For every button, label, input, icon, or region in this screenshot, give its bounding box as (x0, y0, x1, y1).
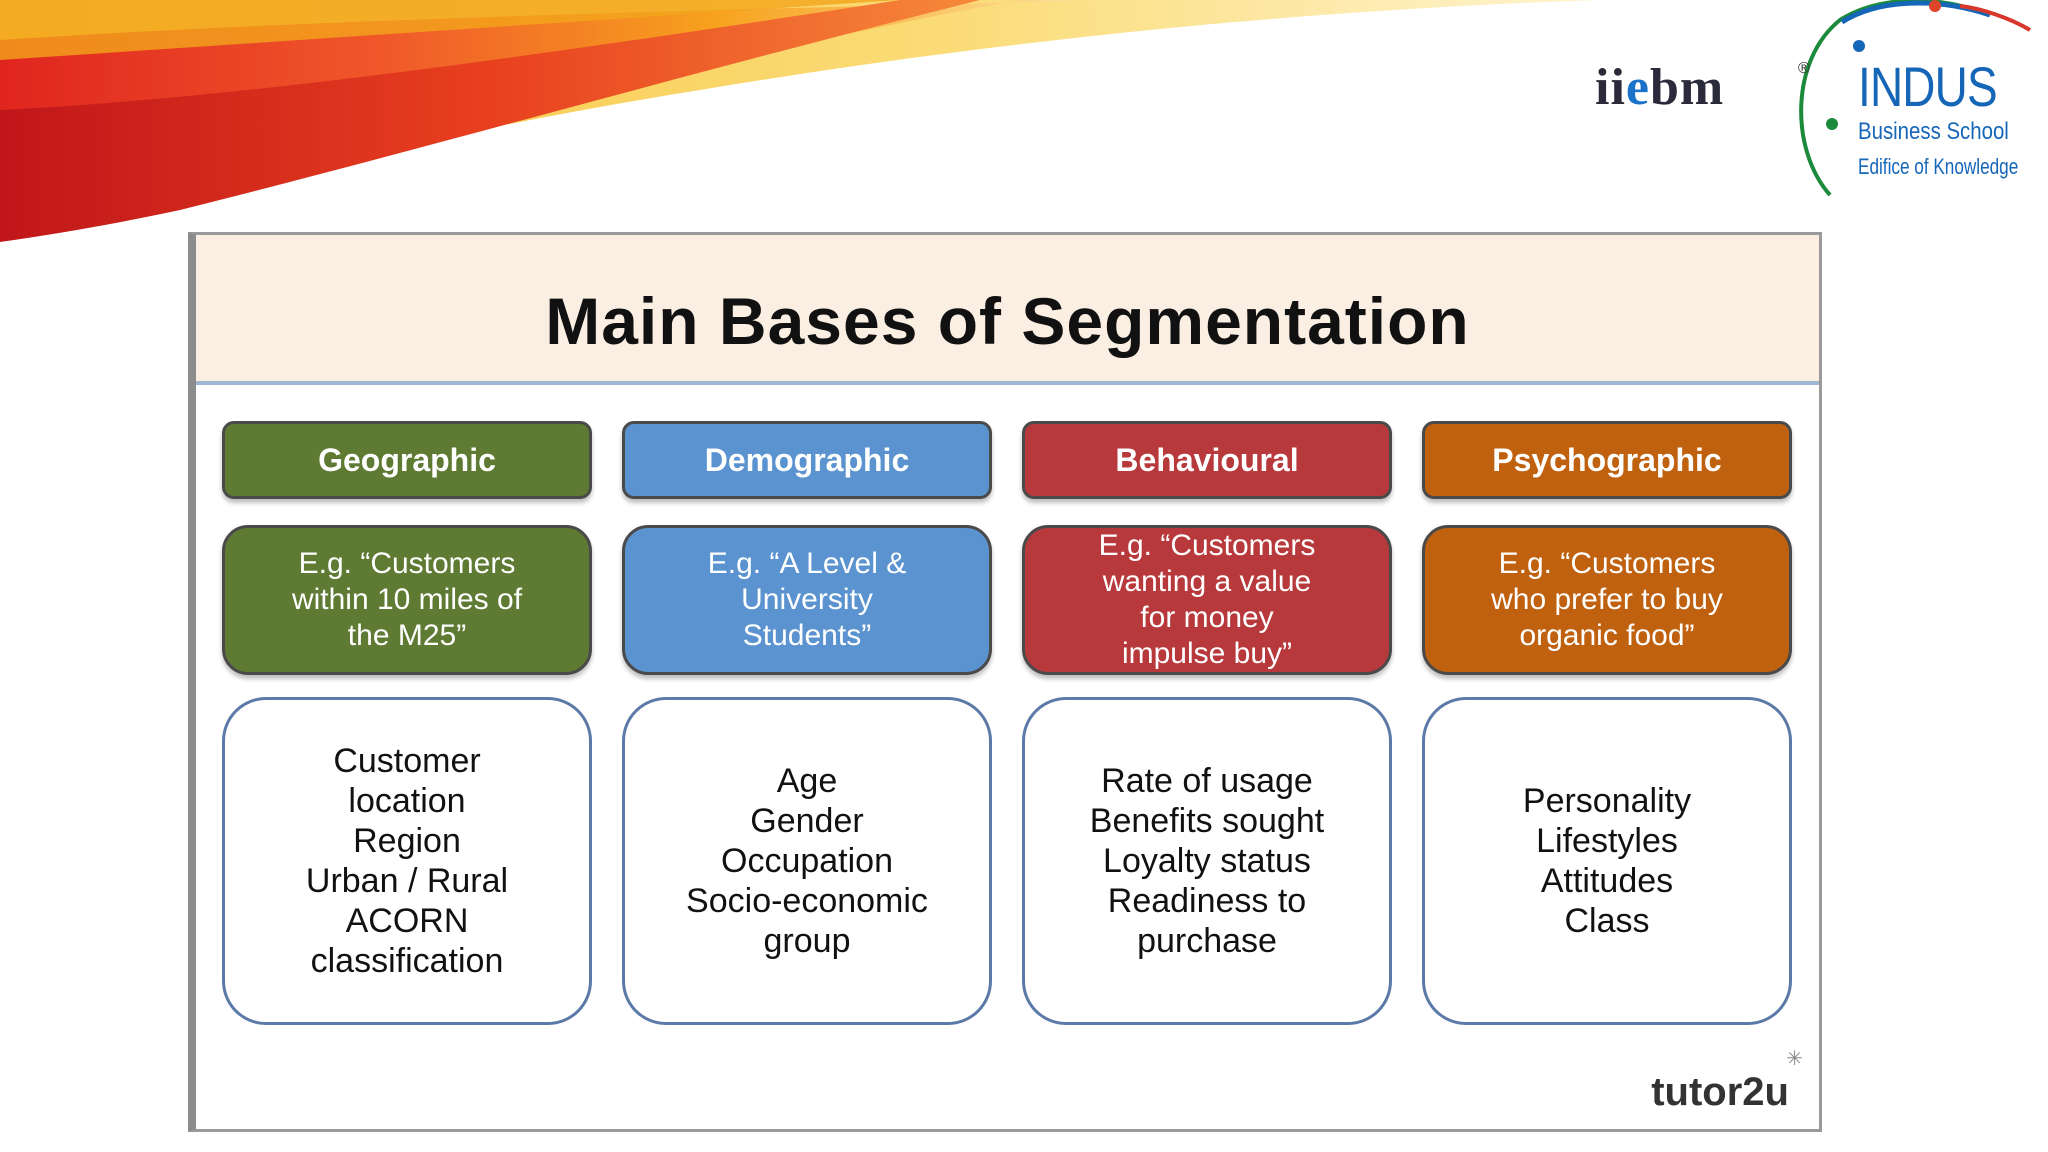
variable-item: Rate of usage (1101, 762, 1313, 800)
geographic-example: E.g. “Customers within 10 miles of the M… (222, 525, 592, 675)
variable-item: group (763, 922, 851, 960)
variable-item: Age (776, 762, 838, 800)
variable-item: Customer (333, 742, 481, 780)
example-line: organic food” (1519, 619, 1695, 652)
variable-item: Urban / Rural (305, 862, 509, 900)
logo-arc-icon (1799, 0, 2032, 197)
logo-iiebm-text: iiebm (1595, 59, 1725, 116)
example-line: University (741, 583, 873, 616)
behavioural-variables: Rate of usage Benefits sought Loyalty st… (1022, 697, 1392, 1025)
psychographic-variables: Personality Lifestyles Attitudes Class (1422, 697, 1792, 1025)
variable-item: purchase (1137, 922, 1277, 960)
logo-indus-text: INDUS (1858, 55, 1998, 118)
title-band: Main Bases of Segmentation (196, 235, 1819, 385)
header-swoosh (0, 0, 1600, 242)
variable-item: Class (1564, 902, 1650, 940)
variable-item: ACORN (345, 902, 469, 940)
demographic-example: E.g. “A Level & University Students” (622, 525, 992, 675)
indus-business-school-logo: iiebm ® INDUS Business School Edifice of… (1580, 0, 2048, 200)
variable-item: Attitudes (1540, 862, 1674, 900)
example-line: impulse buy” (1121, 637, 1293, 670)
demographic-heading: Demographic (622, 421, 992, 499)
tutor2u-watermark: tutor2u (1651, 1070, 1789, 1114)
sparkle-icon: ✳ (1786, 1048, 1803, 1070)
example-line: E.g. “A Level & (707, 547, 907, 580)
geographic-variables: Customer location Region Urban / Rural A… (222, 697, 592, 1025)
logo-registered-mark: ® (1798, 60, 1810, 77)
psychographic-example: E.g. “Customers who prefer to buy organi… (1422, 525, 1792, 675)
variable-item: Occupation (721, 842, 893, 880)
example-line: E.g. “Customers (1498, 547, 1716, 580)
example-line: E.g. “Customers (1098, 529, 1316, 562)
variable-item: Gender (750, 802, 864, 840)
variable-item: Personality (1522, 782, 1692, 820)
example-line: who prefer to buy (1491, 583, 1723, 616)
logo-e-letter: e (1625, 59, 1650, 116)
example-line: within 10 miles of (291, 583, 523, 616)
variable-item: Region (353, 822, 461, 860)
variable-item: Socio-economic (686, 882, 928, 920)
diagram-title: Main Bases of Segmentation (545, 284, 1470, 358)
example-line: E.g. “Customers (298, 547, 516, 580)
example-line: for money (1140, 601, 1274, 634)
variable-item: classification (310, 942, 504, 980)
demographic-variables: Age Gender Occupation Socio-economic gro… (622, 697, 992, 1025)
logo-tagline: Edifice of Knowledge (1858, 154, 2019, 179)
variable-item: location (348, 782, 466, 820)
behavioural-heading: Behavioural (1022, 421, 1392, 499)
example-line: Students” (742, 619, 872, 652)
variable-item: Readiness to (1107, 882, 1307, 920)
segmentation-diagram: Main Bases of Segmentation Geographic E.… (188, 232, 1822, 1132)
behavioural-example: E.g. “Customers wanting a value for mone… (1022, 525, 1392, 675)
variable-item: Loyalty status (1103, 842, 1311, 880)
variable-item: Benefits sought (1089, 802, 1325, 840)
logo-subtitle: Business School (1858, 118, 2009, 145)
variable-item: Lifestyles (1536, 822, 1678, 860)
psychographic-heading: Psychographic (1422, 421, 1792, 499)
example-line: wanting a value (1102, 565, 1312, 598)
example-line: the M25” (347, 619, 467, 652)
geographic-heading: Geographic (222, 421, 592, 499)
